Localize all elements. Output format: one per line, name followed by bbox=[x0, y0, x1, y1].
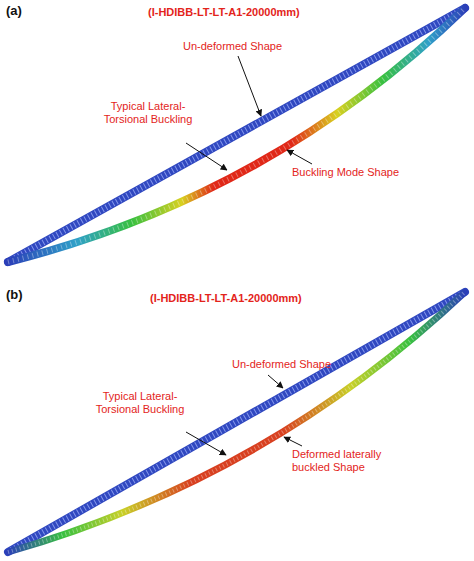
shape-label: Typical Lateral- Torsional Buckling bbox=[92, 390, 188, 416]
panel-letter: (b) bbox=[6, 288, 46, 301]
shape-label: Un-deformed Shape bbox=[232, 358, 342, 371]
leader-arrows bbox=[186, 56, 312, 170]
undeformed-beam bbox=[8, 292, 465, 552]
panel-letter: (a) bbox=[6, 4, 46, 17]
buckled-beam bbox=[8, 8, 465, 262]
shape-label: Buckling Mode Shape bbox=[292, 166, 422, 179]
specimen-title: (I-HDIBB-LT-LT-A1-20000mm) bbox=[150, 292, 350, 305]
deformed-beam bbox=[8, 292, 465, 552]
specimen-title: (I-HDIBB-LT-LT-A1-20000mm) bbox=[148, 6, 348, 19]
shape-label: Deformed laterally buckled Shape bbox=[292, 448, 397, 474]
shape-label: Typical Lateral- Torsional Buckling bbox=[100, 100, 196, 126]
undeformed-beam bbox=[8, 8, 465, 262]
shape-label: Un-deformed Shape bbox=[183, 40, 293, 53]
leader-arrows bbox=[186, 375, 302, 455]
